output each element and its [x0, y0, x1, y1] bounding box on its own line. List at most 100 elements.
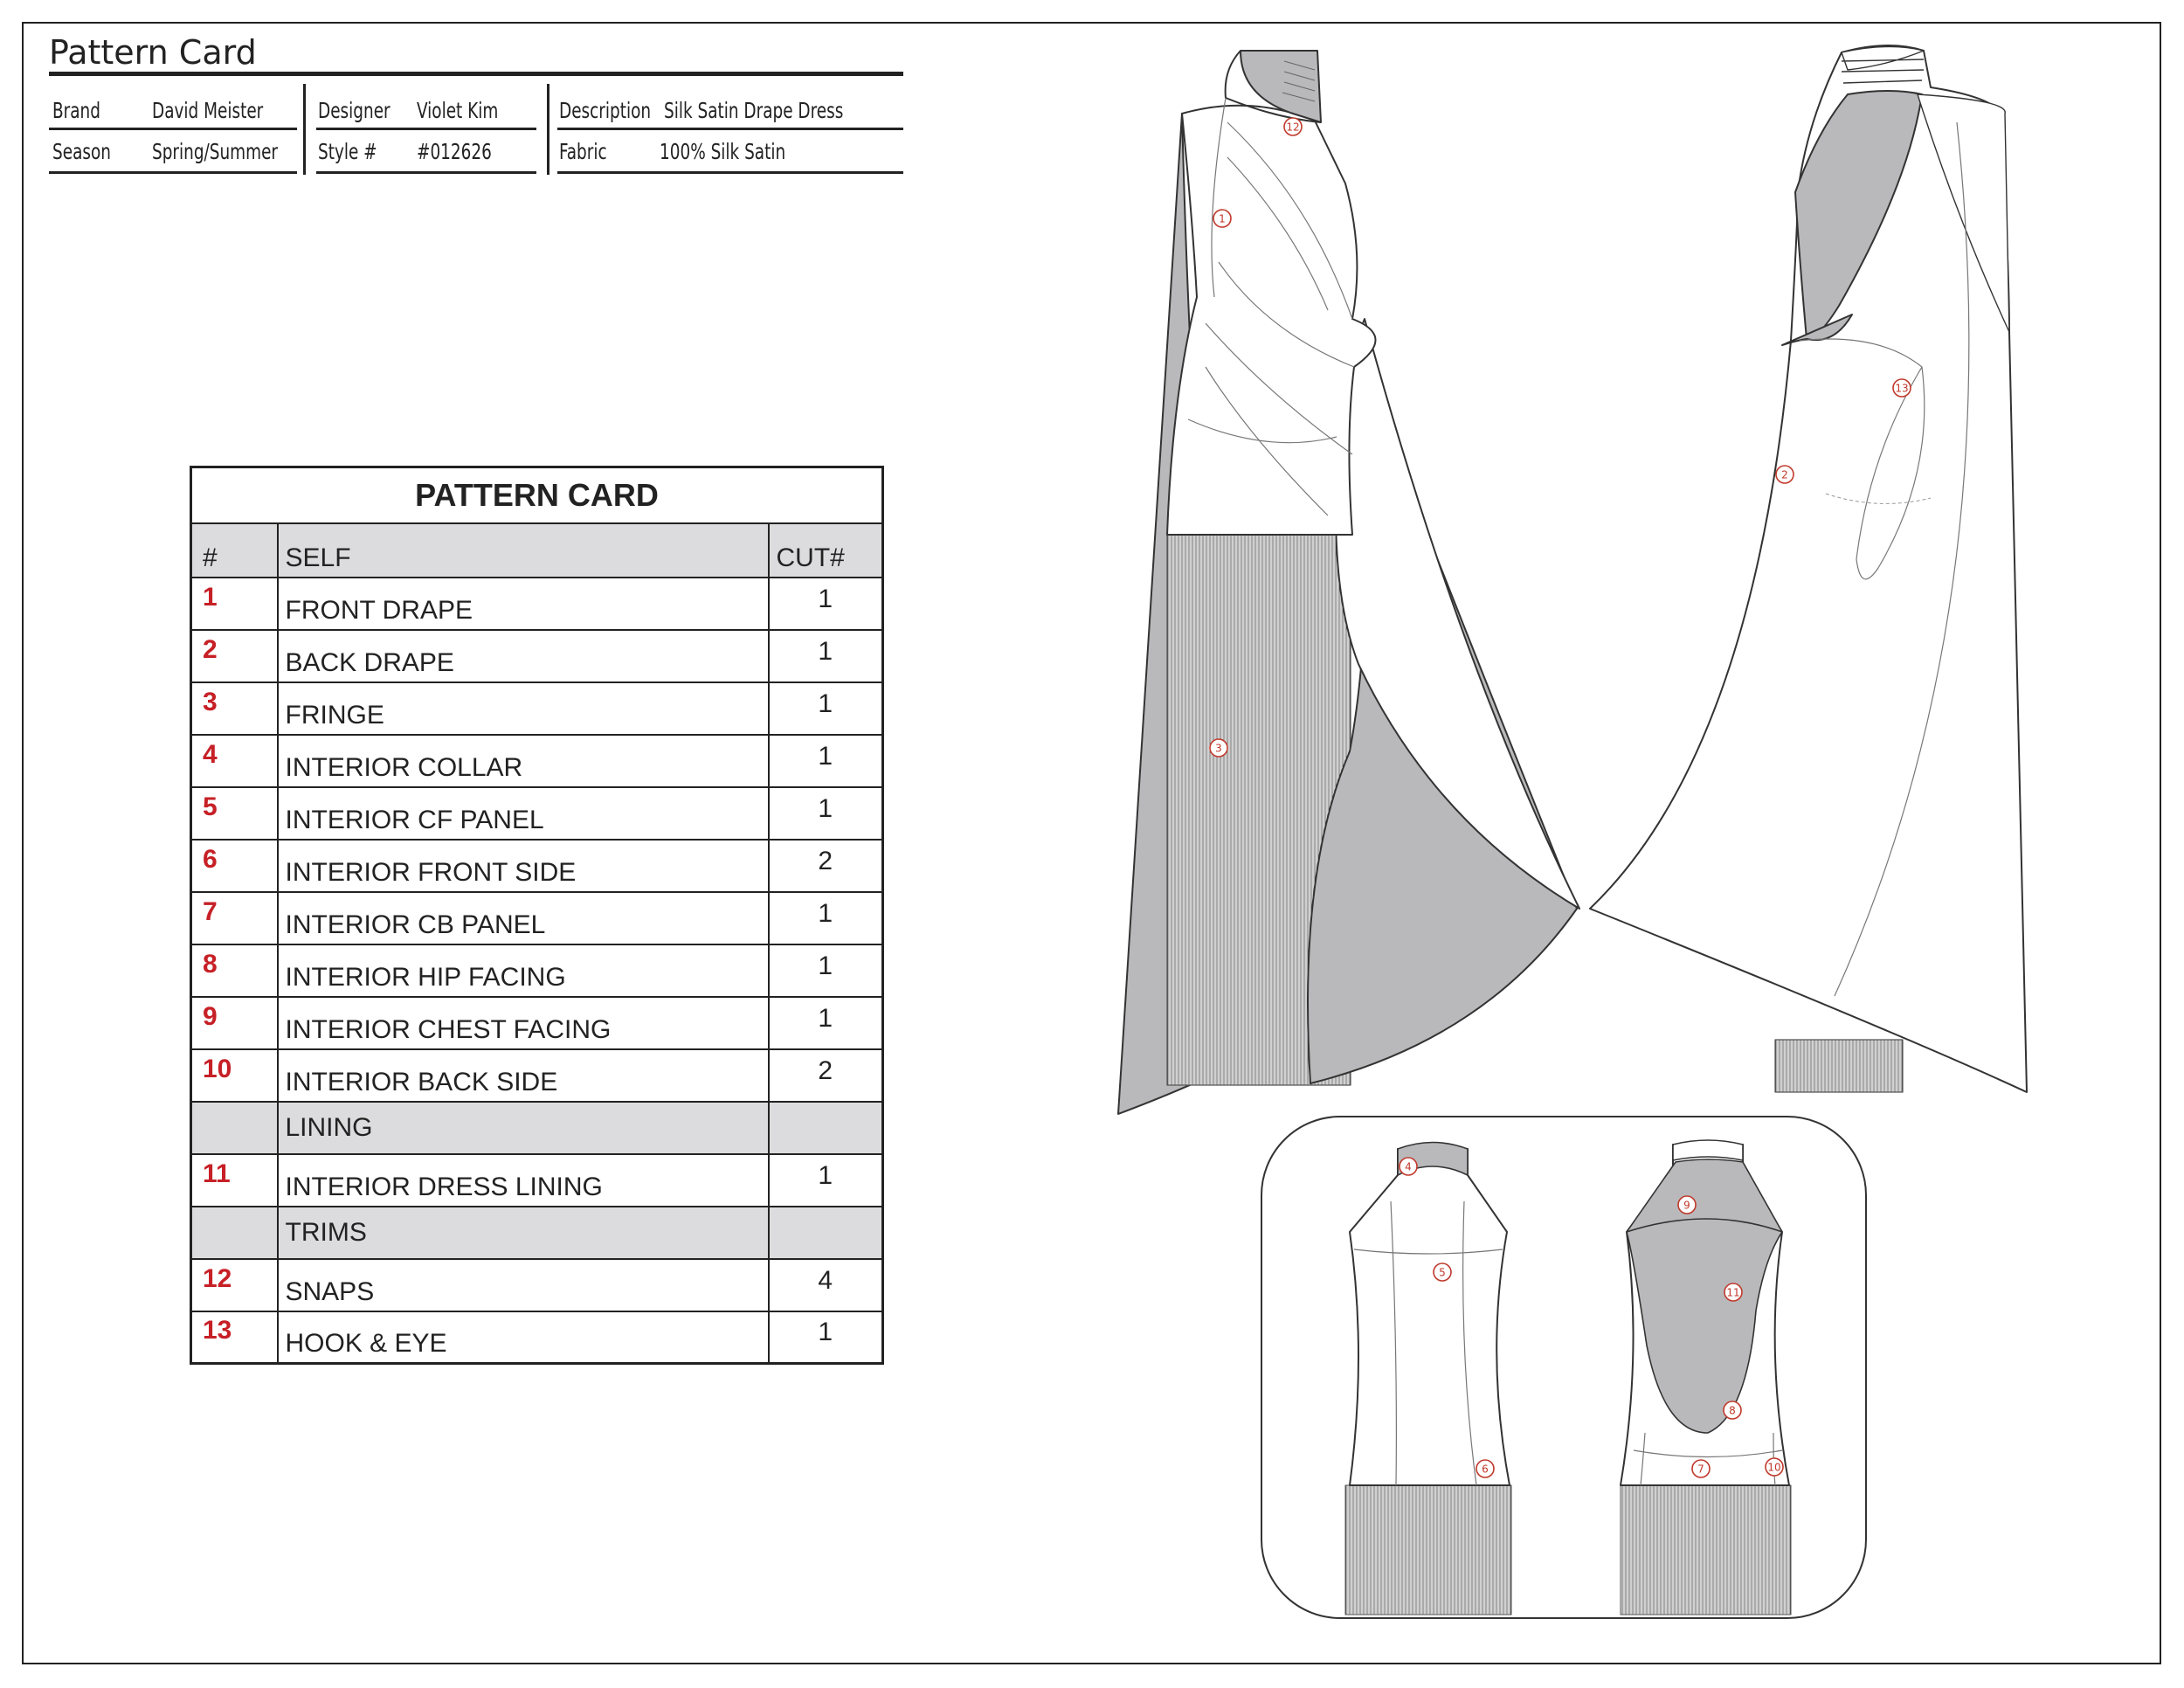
- piece-number: 10: [190, 1048, 279, 1103]
- table-row: 6 INTERIOR FRONT SIDE 2: [190, 838, 884, 893]
- callout-marker: 4: [1399, 1157, 1418, 1176]
- piece-name: INTERIOR CB PANEL: [276, 890, 770, 945]
- header-divider: [547, 84, 549, 175]
- section-spacer: [190, 1100, 279, 1155]
- piece-name: FRINGE: [276, 681, 770, 736]
- callout-number: 7: [1697, 1463, 1704, 1476]
- header-underline: [557, 128, 903, 130]
- table-row: 4 INTERIOR COLLAR 1: [190, 733, 884, 788]
- piece-name: SNAPS: [276, 1257, 770, 1312]
- callout-circle: [1775, 465, 1794, 484]
- piece-cut: 4: [767, 1257, 884, 1312]
- callout-marker: 2: [1775, 465, 1794, 484]
- callout-number: 8: [1729, 1405, 1736, 1417]
- section-row-lining: LINING: [190, 1100, 884, 1155]
- callout-circle: [1677, 1195, 1697, 1214]
- callout-number: 2: [1781, 469, 1788, 481]
- interior-views-drawing: [1261, 1116, 1867, 1619]
- piece-name: INTERIOR COLLAR: [276, 733, 770, 788]
- callout-circle: [1209, 738, 1228, 758]
- page-frame: [22, 22, 2161, 1664]
- piece-number: 8: [190, 943, 279, 998]
- callout-number: 4: [1405, 1161, 1412, 1173]
- table-title-row: PATTERN CARD: [190, 466, 884, 524]
- piece-number: 1: [190, 576, 279, 631]
- table-row: 8 INTERIOR HIP FACING 1: [190, 943, 884, 998]
- header-underline: [49, 128, 297, 130]
- piece-cut: 1: [767, 576, 884, 631]
- piece-cut: 1: [767, 733, 884, 788]
- season-label: Season: [52, 139, 111, 164]
- brand-value: David Meister: [152, 98, 264, 123]
- piece-name: INTERIOR FRONT SIDE: [276, 838, 770, 893]
- table-row: 2 BACK DRAPE 1: [190, 628, 884, 683]
- callout-marker: 1: [1213, 209, 1232, 228]
- header-underline: [316, 171, 536, 174]
- piece-cut: 1: [767, 628, 884, 683]
- piece-name: HOOK & EYE: [276, 1310, 770, 1365]
- callout-marker: 8: [1723, 1401, 1742, 1420]
- callout-circle: [1476, 1459, 1495, 1478]
- callout-marker: 3: [1209, 738, 1228, 758]
- table-row: 3 FRINGE 1: [190, 681, 884, 736]
- callout-number: 13: [1895, 383, 1908, 395]
- callout-marker: 6: [1476, 1459, 1495, 1478]
- table-title: PATTERN CARD: [190, 466, 884, 524]
- piece-number: 9: [190, 995, 279, 1050]
- callout-circle: [1213, 209, 1232, 228]
- callout-circle: [1892, 378, 1911, 398]
- callout-marker: 13: [1892, 378, 1911, 398]
- piece-cut: 1: [767, 995, 884, 1050]
- column-header-number: #: [190, 522, 279, 578]
- callout-number: 11: [1726, 1287, 1739, 1299]
- piece-name: BACK DRAPE: [276, 628, 770, 683]
- callout-number: 6: [1482, 1463, 1489, 1476]
- piece-name: INTERIOR CF PANEL: [276, 785, 770, 841]
- style-value: #012626: [417, 139, 492, 164]
- callout-marker: 10: [1765, 1457, 1784, 1477]
- header-underline: [557, 171, 903, 174]
- section-spacer: [190, 1205, 279, 1260]
- piece-number: 3: [190, 681, 279, 736]
- table-row: 10 INTERIOR BACK SIDE 2: [190, 1048, 884, 1103]
- callout-circle: [1723, 1401, 1742, 1420]
- callout-circle: [1433, 1263, 1452, 1282]
- description-value: Silk Satin Drape Dress: [664, 98, 844, 123]
- piece-cut: 1: [767, 1310, 884, 1365]
- table-row: 12 SNAPS 4: [190, 1257, 884, 1312]
- piece-name: INTERIOR BACK SIDE: [276, 1048, 770, 1103]
- piece-cut: 2: [767, 838, 884, 893]
- table-row: 13 HOOK & EYE 1: [190, 1310, 884, 1365]
- title-rule: [49, 72, 903, 76]
- description-label: Description: [559, 98, 652, 123]
- piece-number: 2: [190, 628, 279, 683]
- callout-number: 10: [1767, 1462, 1780, 1474]
- piece-name: FRONT DRAPE: [276, 576, 770, 631]
- piece-number: 6: [190, 838, 279, 893]
- piece-name: INTERIOR DRESS LINING: [276, 1152, 770, 1207]
- callout-marker: 9: [1677, 1195, 1697, 1214]
- callout-number: 1: [1219, 213, 1226, 225]
- callout-number: 5: [1439, 1267, 1446, 1279]
- piece-number: 13: [190, 1310, 279, 1365]
- brand-label: Brand: [52, 98, 100, 123]
- section-label-trims: TRIMS: [276, 1205, 770, 1260]
- section-spacer: [767, 1100, 884, 1155]
- designer-label: Designer: [318, 98, 390, 123]
- back-view-drawing: [1589, 45, 2028, 1093]
- header-underline: [49, 171, 297, 174]
- piece-cut: 1: [767, 890, 884, 945]
- piece-number: 11: [190, 1152, 279, 1207]
- piece-name: INTERIOR CHEST FACING: [276, 995, 770, 1050]
- section-label-lining: LINING: [276, 1100, 770, 1155]
- column-header-self: SELF: [276, 522, 770, 578]
- fabric-label: Fabric: [559, 139, 607, 164]
- piece-cut: 2: [767, 1048, 884, 1103]
- designer-value: Violet Kim: [417, 98, 499, 123]
- header-divider: [303, 84, 306, 175]
- pattern-card-table: PATTERN CARD # SELF CUT# 1 FRONT DRAPE 1…: [190, 466, 884, 1365]
- season-value: Spring/Summer: [152, 139, 279, 164]
- callout-circle: [1765, 1457, 1784, 1477]
- piece-cut: 1: [767, 681, 884, 736]
